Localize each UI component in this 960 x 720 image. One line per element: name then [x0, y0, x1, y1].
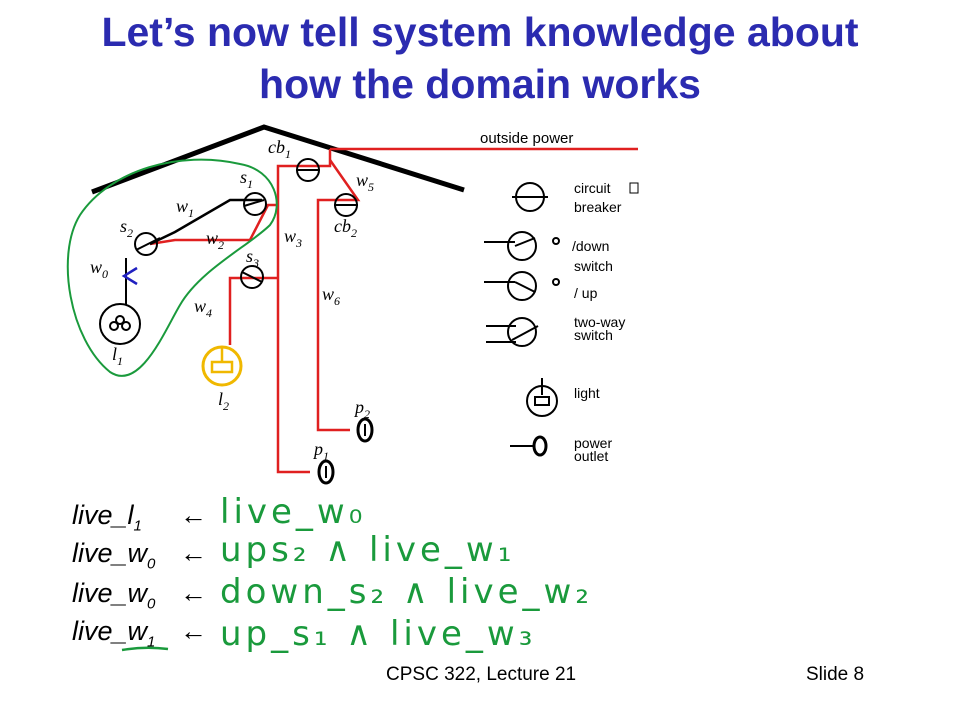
legend-box-glyph — [629, 182, 639, 194]
rule-1-body-handwritten: live_w₀ — [220, 492, 367, 532]
s2-switch — [134, 232, 158, 256]
wire-w5 — [328, 159, 361, 202]
outside-power-label: outside power — [480, 130, 573, 147]
legend-switch-down-icon — [484, 231, 560, 261]
blue-annotation-mark — [121, 266, 138, 286]
label-w4: w4 — [194, 296, 212, 320]
rule-2: live_w0 ← ups₂ ∧ live_w₁ — [72, 530, 511, 573]
label-w6: w6 — [322, 284, 340, 308]
light-l2 — [201, 345, 243, 387]
label-l1: l1 — [112, 344, 123, 368]
label-p2: p2 — [353, 397, 370, 421]
title-line-1: Let’s now tell system knowledge about — [101, 9, 859, 55]
legend-circuit-breaker-icon — [512, 182, 548, 212]
label-s3: s3 — [246, 246, 259, 270]
rule-2-sub: 0 — [147, 555, 156, 573]
rule-4-sub: 1 — [147, 633, 156, 651]
legend-light-icon — [526, 378, 558, 417]
label-w3: w3 — [284, 226, 302, 250]
legend-light-label: light — [574, 385, 600, 401]
rule-2-arrow: ← — [180, 538, 207, 568]
label-w1: w1 — [176, 196, 194, 220]
title-line-2: how the domain works — [259, 61, 701, 107]
wire-w1 — [149, 198, 262, 246]
legend: circuit breaker /down switch / up two-wa… — [484, 180, 639, 464]
legend-down-label: /down — [572, 238, 609, 254]
rule-1-arrow: ← — [180, 500, 207, 530]
legend-switch-up-icon — [484, 271, 560, 301]
label-p1: p1 — [312, 439, 329, 463]
slide-title: Let’s now tell system knowledge about ho… — [0, 6, 960, 110]
green-annotation-loop — [66, 158, 278, 377]
rule-3-body-handwritten: down_s₂ ∧ live_w₂ — [220, 572, 593, 612]
s3-switch — [240, 265, 264, 289]
outlet-p2 — [356, 417, 374, 443]
rule-4: live_w1 ← up_s₁ ∧ live_w₃ — [72, 614, 532, 654]
rule-3: live_w0 ← down_s₂ ∧ live_w₂ — [72, 572, 589, 613]
green-underline — [121, 646, 169, 652]
label-cb2: cb2 — [334, 216, 357, 240]
legend-breaker-label: breaker — [574, 199, 622, 215]
house-roof — [91, 124, 465, 195]
rule-1: live_l1 ← live_w₀ — [72, 492, 362, 535]
wire-w6 — [316, 198, 350, 432]
label-w5: w5 — [356, 170, 374, 194]
legend-two-way-switch-icon — [486, 317, 539, 347]
legend-two-way-switch-label: switch — [574, 327, 613, 343]
footer-course: CPSC 322, Lecture 21 — [386, 664, 577, 685]
rule-4-body-handwritten: up_s₁ ∧ live_w₃ — [220, 614, 537, 654]
rule-2-head: live_w — [72, 538, 148, 568]
outlet-p1 — [317, 459, 335, 485]
label-s2: s2 — [120, 216, 133, 240]
rule-1-head: live_l — [72, 500, 134, 530]
label-w0: w0 — [90, 257, 108, 281]
label-cb1: cb1 — [268, 137, 291, 161]
rule-3-arrow: ← — [180, 578, 207, 608]
rule-2-body-handwritten: ups₂ ∧ live_w₁ — [220, 530, 516, 570]
legend-circuit-label: circuit — [574, 180, 611, 196]
wire-cb1-w3 — [276, 149, 332, 474]
legend-outlet-icon — [510, 435, 548, 457]
switch-symbols — [134, 158, 358, 289]
rule-3-sub: 0 — [147, 595, 156, 613]
footer-slide-number: Slide 8 — [806, 664, 865, 685]
rule-4-head: live_w — [72, 616, 148, 646]
label-s1: s1 — [240, 167, 253, 191]
legend-two-way-label: two-way — [574, 314, 625, 330]
label-w2: w2 — [206, 228, 224, 252]
rule-3-head: live_w — [72, 578, 148, 608]
legend-power-label: power — [574, 435, 612, 451]
rule-1-sub: 1 — [133, 517, 142, 535]
rule-4-arrow: ← — [180, 616, 207, 646]
label-l2: l2 — [218, 389, 229, 413]
legend-outlet-label: outlet — [574, 448, 608, 464]
s1-switch — [243, 192, 267, 216]
legend-switch-label: switch — [574, 258, 613, 274]
light-l1 — [99, 303, 141, 345]
component-labels: cb1 s1 w5 w1 s2 w2 w3 cb2 s3 w0 w6 w4 l1… — [90, 137, 374, 463]
legend-up-label: / up — [574, 285, 598, 301]
